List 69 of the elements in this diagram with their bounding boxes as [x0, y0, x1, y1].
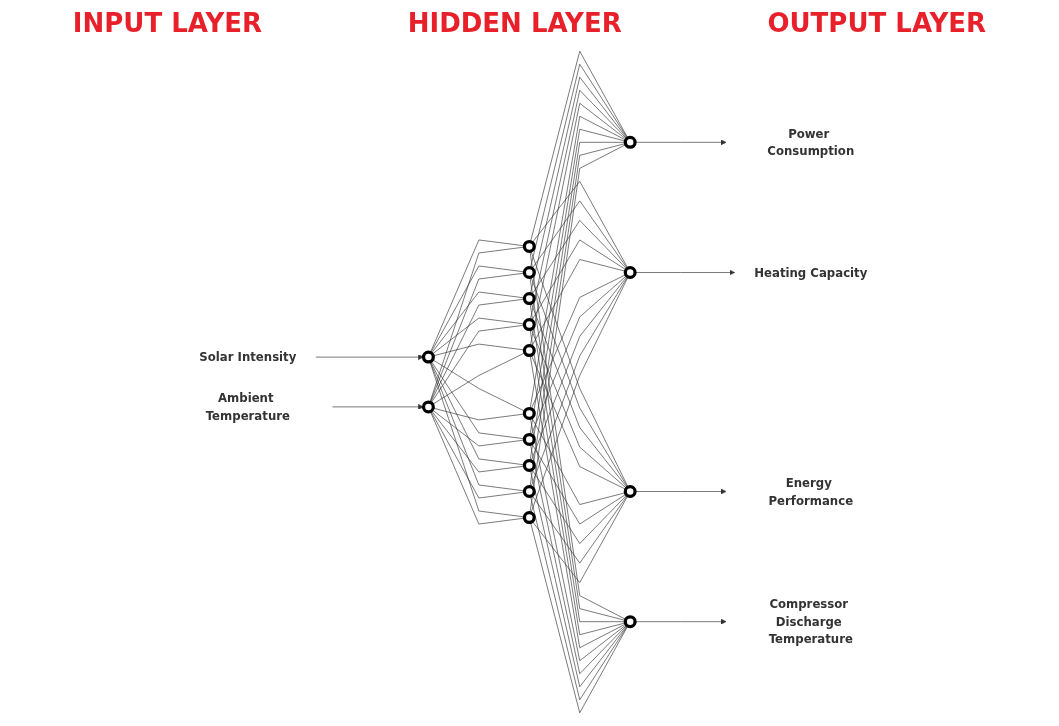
connector [530, 443, 628, 675]
node-circle [523, 432, 536, 446]
connector [530, 63, 629, 269]
connector [430, 239, 525, 353]
connector [530, 521, 629, 714]
node-text: Ambient Temperature [205, 391, 291, 423]
node-circle [523, 292, 536, 306]
node-circle [623, 266, 637, 279]
connector [530, 417, 627, 662]
connector [430, 410, 525, 499]
connector [430, 265, 525, 354]
connector [431, 324, 525, 404]
node-circle [523, 318, 536, 332]
connector [531, 275, 628, 436]
connector [531, 239, 627, 321]
connector [531, 495, 628, 564]
connector [430, 361, 525, 492]
connector [430, 298, 525, 403]
connector [530, 102, 627, 347]
connector [530, 76, 628, 295]
connector [431, 291, 525, 354]
connector [531, 443, 627, 525]
connector [432, 317, 525, 355]
node-circle [523, 239, 536, 253]
connector [432, 359, 526, 412]
node-text: Power Consumption [767, 126, 855, 158]
connector [430, 361, 525, 466]
connector [530, 469, 628, 688]
connector [429, 361, 525, 518]
connector [531, 259, 626, 347]
node-circle [623, 615, 637, 629]
connector [530, 50, 629, 243]
node-text: Heating Capacity [754, 265, 868, 280]
connector [430, 272, 525, 403]
connector [432, 409, 525, 447]
connector [532, 181, 629, 269]
layer-heading: INPUT LAYER [72, 8, 263, 38]
connector [431, 410, 525, 473]
connector [433, 407, 525, 421]
connector [531, 200, 628, 269]
connector [531, 328, 628, 489]
connector [532, 495, 629, 583]
node-circle [523, 458, 536, 472]
connector [531, 354, 627, 490]
node-circle [523, 485, 536, 498]
connector [531, 274, 627, 410]
connector [530, 495, 629, 701]
connector [431, 360, 525, 440]
node-circle [623, 135, 637, 149]
connector [531, 220, 628, 295]
node-circle [523, 511, 536, 525]
node-text: Solar Intensity [199, 350, 297, 364]
connector [432, 352, 526, 405]
node-circle [523, 266, 536, 279]
node-text: Energy Performance [768, 475, 854, 508]
connector [429, 246, 525, 403]
connector [433, 343, 525, 357]
layer-heading: OUTPUT LAYER [767, 8, 987, 38]
node-circle [623, 485, 637, 498]
layer-heading: HIDDEN LAYER [407, 8, 622, 38]
node-circle [422, 400, 436, 414]
connector [530, 89, 628, 321]
node-circle [523, 344, 536, 358]
node-text: Compressor Discharge Temperature [768, 597, 854, 647]
node-circle [523, 406, 536, 420]
connector [430, 411, 525, 525]
connector [531, 469, 628, 544]
node-circle [422, 350, 436, 364]
connector [531, 417, 626, 505]
